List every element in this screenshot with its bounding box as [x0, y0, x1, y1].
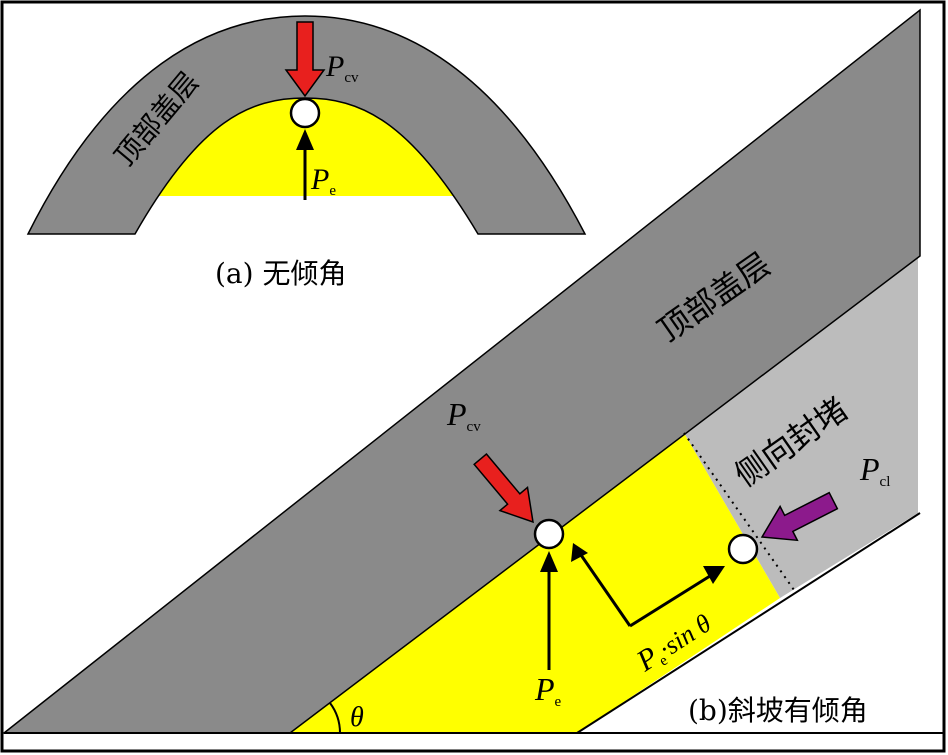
panel-b-arrow-normal-shaft — [579, 554, 632, 627]
panel-b-label-pcv: Pcv — [446, 396, 481, 435]
panel-b-lower-boundary — [576, 512, 921, 734]
panel-b: 顶部盖层 侧向封堵 Pcv Pcl Pe Pe·sin θ θ (b)斜坡有倾角 — [1, 8, 944, 734]
panel-b-lateral-seal — [684, 256, 918, 598]
panel-b-angle-arc — [329, 702, 341, 734]
panel-b-arrow-tangent-shaft — [629, 574, 711, 628]
panel-a-cap-rock — [26, 15, 587, 235]
panel-b-arrow-normal-head — [571, 543, 588, 562]
panel-b-arrow-cl — [760, 491, 839, 542]
panel-a-arrow-cv — [284, 21, 326, 98]
panel-b-caption: (b)斜坡有倾角 — [688, 694, 868, 727]
panel-b-arrow-pe-head — [540, 551, 558, 572]
panel-b-point-top — [533, 518, 565, 550]
panel-a-label-pe: Pe — [310, 163, 336, 199]
panel-b-angle-label: θ — [350, 702, 364, 733]
panel-b-reservoir — [290, 433, 780, 733]
panel-b-point-side — [727, 533, 759, 565]
panel-a-label-pcv: Pcv — [325, 50, 359, 86]
panel-b-label-pe: Pe — [534, 671, 562, 710]
panel-a-arrow-pe-head — [296, 129, 314, 150]
panel-b-arrow-cv — [473, 452, 534, 524]
panel-b-label-pcl: Pcl — [859, 451, 890, 490]
panel-a: 顶部盖层 Pcv Pe (a) 无倾角 — [26, 15, 587, 290]
panel-b-arrow-tangent-head — [703, 566, 725, 584]
panel-a-point — [289, 97, 321, 129]
panel-a-caption: (a) 无倾角 — [215, 257, 346, 290]
